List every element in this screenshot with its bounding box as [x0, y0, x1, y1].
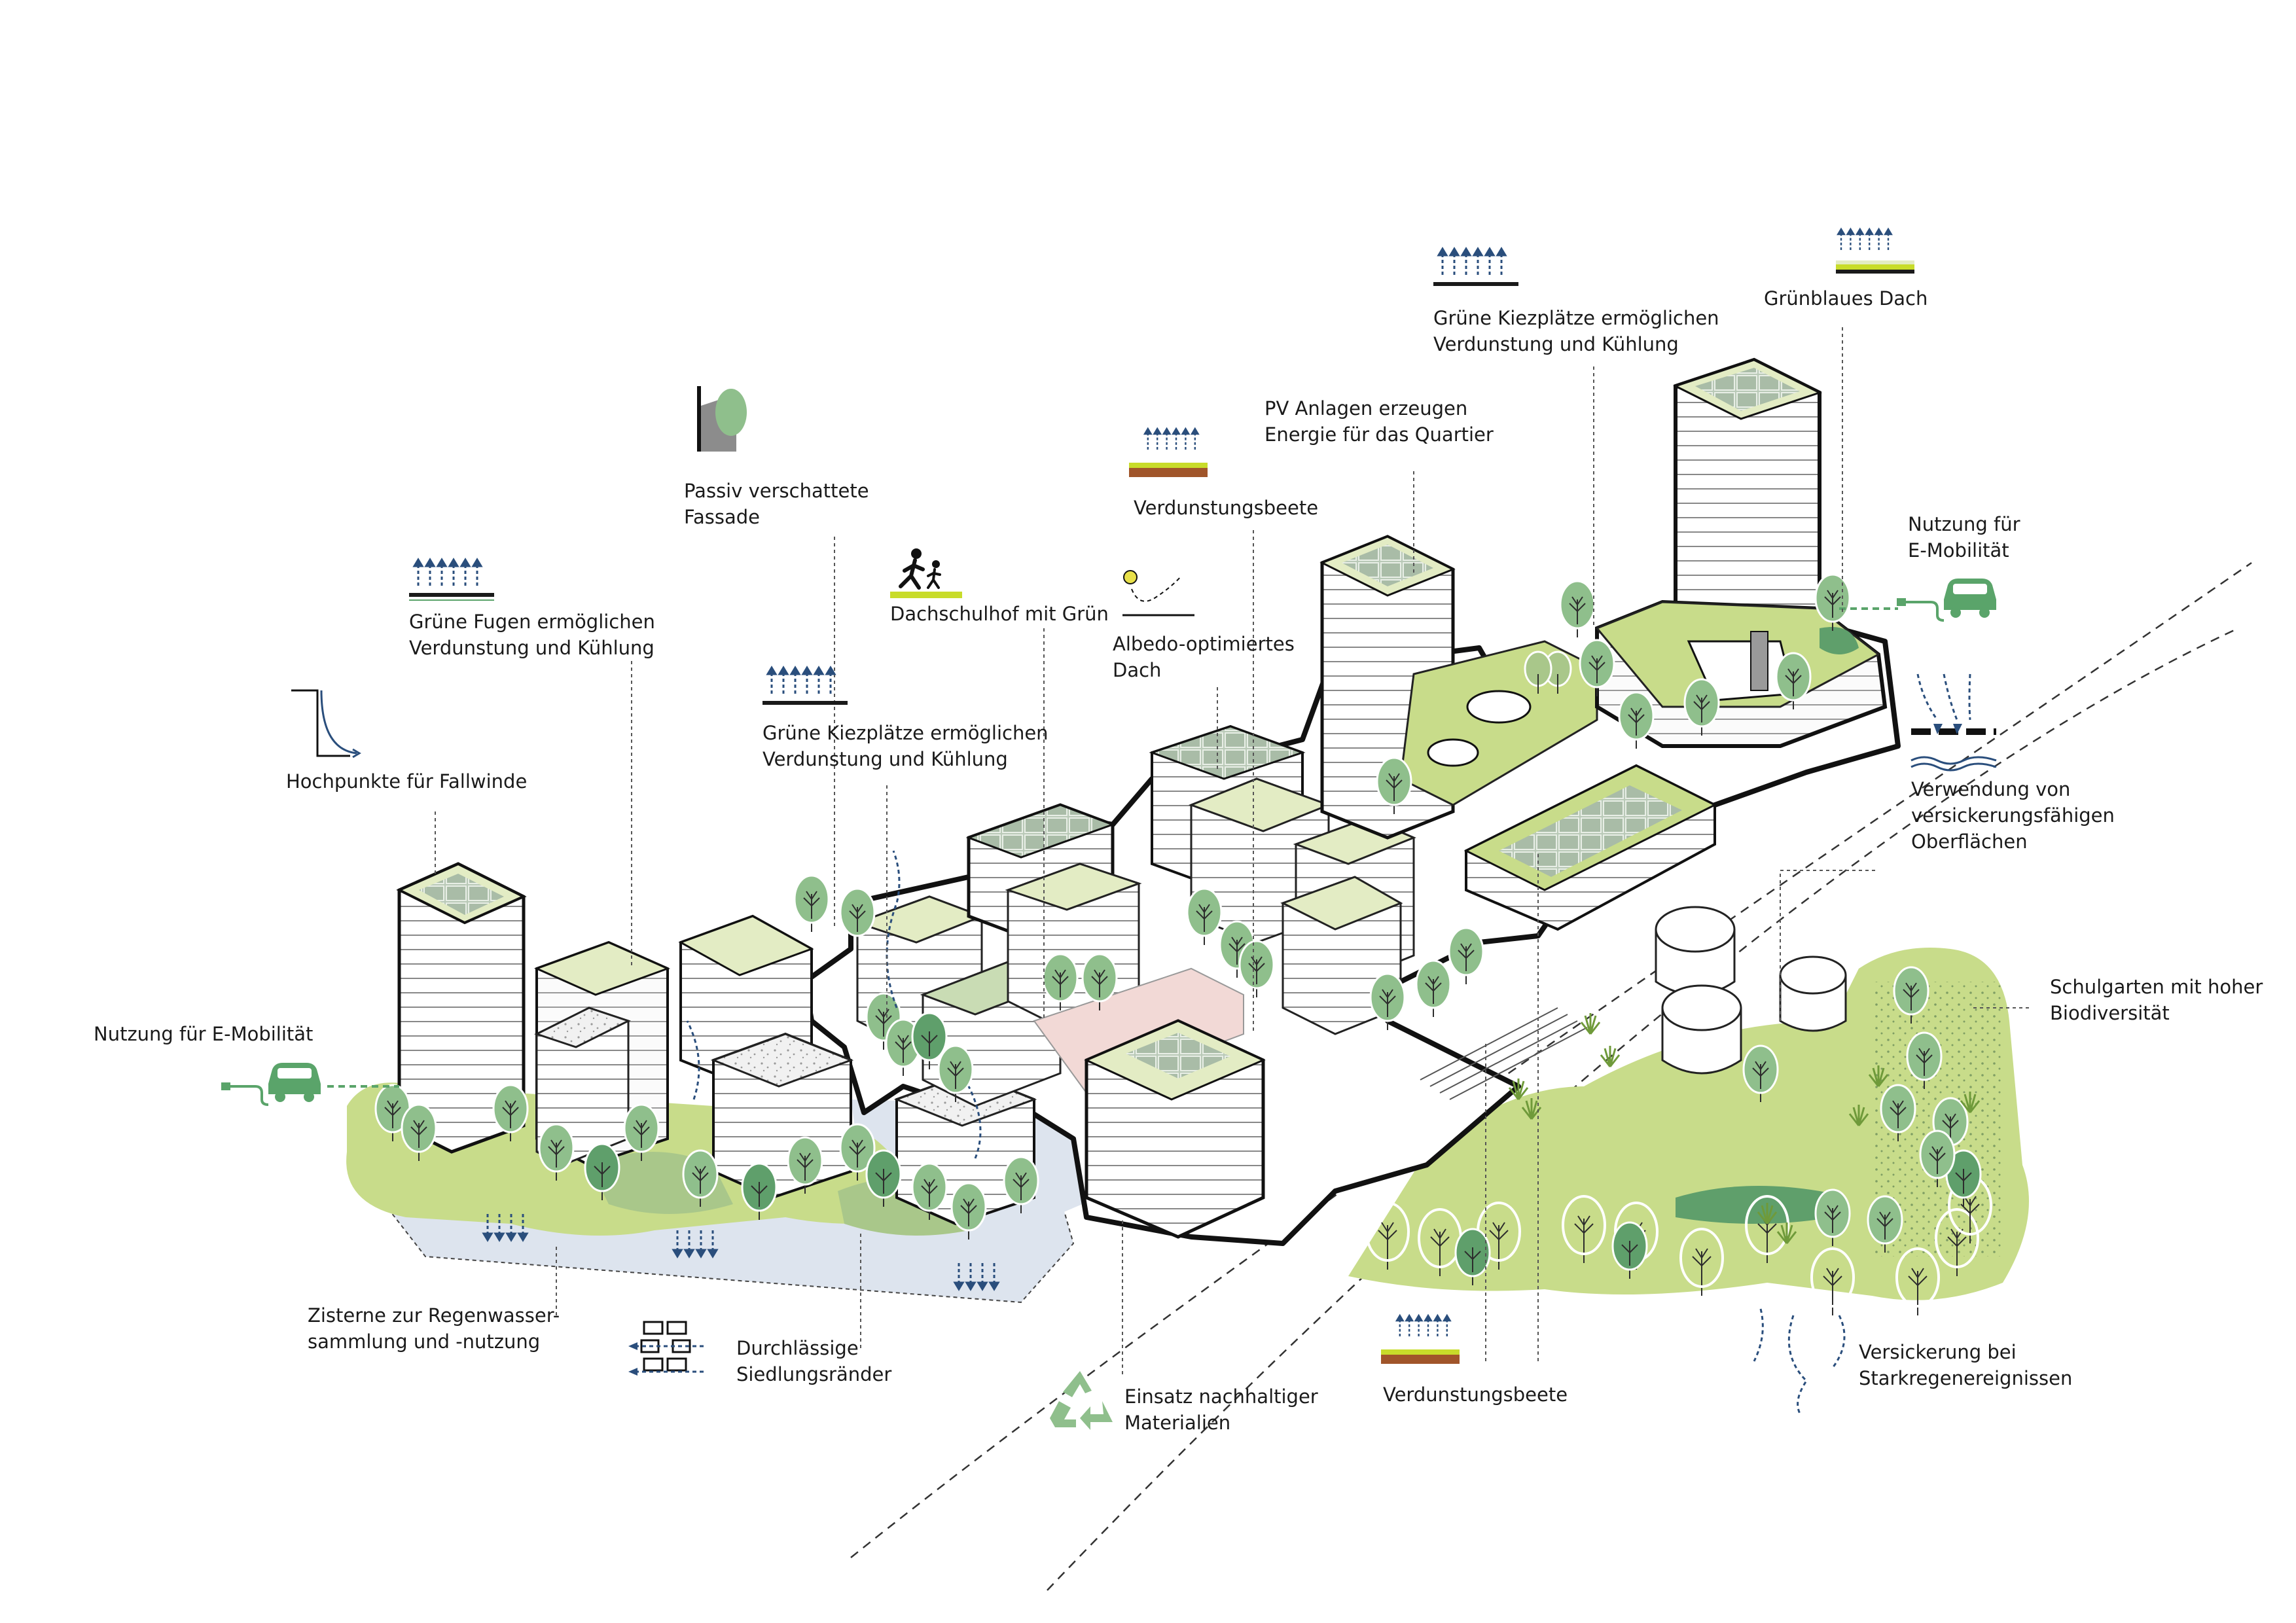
- evaporation-arrows-icon: [409, 558, 494, 601]
- label-line: Verdunstungsbeete: [1383, 1383, 1568, 1406]
- tank-large: [1655, 906, 1736, 996]
- label-schulgarten: Schulgarten mit hoher Biodiversität: [2050, 974, 2263, 1026]
- label-gruene-fugen: Grüne Fugen ermöglichen Verdunstung und …: [409, 609, 655, 661]
- label-line: Biodiversität: [2050, 1002, 2170, 1024]
- label-line: Starkregenereignissen: [1859, 1367, 2073, 1389]
- label-verdunstungsbeete-top: Verdunstungsbeete: [1134, 495, 1318, 521]
- label-passiv-fassade: Passiv verschattete Fassade: [684, 478, 869, 530]
- label-versickerung-flaechen: Verwendung von versickerungsfähigen Ober…: [1911, 776, 2115, 855]
- label-line: Grüne Kiezplätze ermöglichen: [1433, 307, 1719, 329]
- planter-evaporation-icon: [1129, 427, 1208, 477]
- label-line: sammlung und -nutzung: [308, 1330, 541, 1353]
- label-line: Siedlungsränder: [736, 1363, 892, 1385]
- evaporation-arrows-icon: [762, 666, 848, 705]
- label-line: Materialien: [1124, 1412, 1231, 1434]
- evaporation-arrows-icon: [1433, 247, 1518, 286]
- label-line: versickerungsfähigen: [1911, 804, 2115, 827]
- label-kiezplaetze-top: Grüne Kiezplätze ermöglichen Verdunstung…: [1433, 305, 1719, 357]
- label-line: Passiv verschattete: [684, 480, 869, 502]
- ground-guide-line: [850, 562, 2252, 1558]
- planter-evaporation-icon: [1381, 1314, 1460, 1364]
- label-durchlaessig: Durchlässige Siedlungsränder: [736, 1335, 891, 1387]
- label-line: Verdunstung und Kühlung: [409, 637, 655, 659]
- block-pv: [1463, 764, 1717, 931]
- label-line: Grüne Kiezplätze ermöglichen: [762, 722, 1049, 744]
- label-line: Verwendung von: [1911, 778, 2071, 800]
- ground-guide-line: [1047, 627, 2239, 1591]
- label-line: Verdunstung und Kühlung: [1433, 333, 1679, 355]
- label-line: Albedo-optimiertes: [1113, 633, 1295, 655]
- tank-medium: [1661, 984, 1742, 1075]
- electric-car-icon-right: [1897, 579, 1996, 622]
- pond-green: [1676, 1186, 1843, 1224]
- block-left-4: [710, 1032, 854, 1200]
- infiltration-icon: [1910, 673, 1997, 772]
- label-gruenblaues-dach: Grünblaues Dach: [1764, 285, 1928, 312]
- label-line: Hochpunkte für Fallwinde: [286, 770, 528, 793]
- label-hochpunkte: Hochpunkte für Fallwinde: [286, 768, 527, 794]
- label-line: Fassade: [684, 506, 761, 528]
- label-verdunstungsbeete-bottom: Verdunstungsbeete: [1383, 1382, 1568, 1408]
- recycle-icon: [1050, 1371, 1113, 1430]
- label-line: Grüne Fugen ermöglichen: [409, 611, 655, 633]
- label-pv-anlagen: PV Anlagen erzeugen Energie für das Quar…: [1265, 395, 1494, 448]
- sun-reflection-icon: [1122, 570, 1194, 616]
- fallwind-curve-icon: [291, 689, 361, 758]
- shaded-facade-icon: [697, 386, 747, 452]
- label-dachschulhof: Dachschulhof mit Grün: [890, 601, 1109, 627]
- green-ground-right: [1348, 948, 2029, 1300]
- child-running-icon: [890, 548, 962, 598]
- label-line: Nutzung für: [1908, 513, 2020, 535]
- label-line: Nutzung für E-Mobilität: [94, 1023, 314, 1045]
- seepage-arrows-icon: [1753, 1308, 1846, 1414]
- permeable-paving-icon: [628, 1321, 707, 1376]
- label-line: Dachschulhof mit Grün: [890, 603, 1109, 625]
- label-line: Energie für das Quartier: [1265, 423, 1494, 446]
- label-materialien: Einsatz nachhaltiger Materialien: [1124, 1383, 1318, 1436]
- tower-left: [396, 862, 527, 1154]
- label-kiezplaetze-mid: Grüne Kiezplätze ermöglichen Verdunstung…: [762, 720, 1049, 772]
- label-zisterne: Zisterne zur Regenwasser- sammlung und -…: [308, 1302, 560, 1355]
- label-starkregen: Versickerung bei Starkregenereignissen: [1859, 1339, 2072, 1391]
- courtyard-void: [1466, 690, 1532, 724]
- label-line: Versickerung bei: [1859, 1341, 2017, 1363]
- leader-lines: [435, 327, 2029, 1374]
- green-roof-evaporation-icon: [1836, 228, 1914, 274]
- label-line: Dach: [1113, 659, 1162, 681]
- label-line: Einsatz nachhaltiger: [1124, 1385, 1318, 1408]
- label-line: PV Anlagen erzeugen: [1265, 397, 1468, 419]
- wind-flow-arrow: [686, 850, 982, 1159]
- label-line: Zisterne zur Regenwasser-: [308, 1304, 560, 1327]
- label-line: E-Mobilität: [1908, 539, 2009, 562]
- label-line: Durchlässige: [736, 1337, 859, 1359]
- electric-car-icon-left: [221, 1063, 321, 1106]
- tank-small: [1779, 955, 1847, 1032]
- label-albedo: Albedo-optimiertes Dach: [1113, 631, 1295, 683]
- label-line: Schulgarten mit hoher: [2050, 976, 2263, 998]
- road-markings: [1420, 1007, 1588, 1100]
- label-emobil-right: Nutzung für E-Mobilität: [1908, 511, 2020, 563]
- courtyard-void: [1427, 738, 1479, 767]
- label-line: Verdunstungsbeete: [1134, 497, 1319, 519]
- label-line: Grünblaues Dach: [1764, 287, 1928, 310]
- deck-right: [1595, 599, 1888, 748]
- label-emobil-left: Nutzung für E-Mobilität: [94, 1021, 313, 1047]
- block-central: [1084, 1019, 1266, 1239]
- label-line: Verdunstung und Kühlung: [762, 748, 1008, 770]
- label-line: Oberflächen: [1911, 830, 2028, 853]
